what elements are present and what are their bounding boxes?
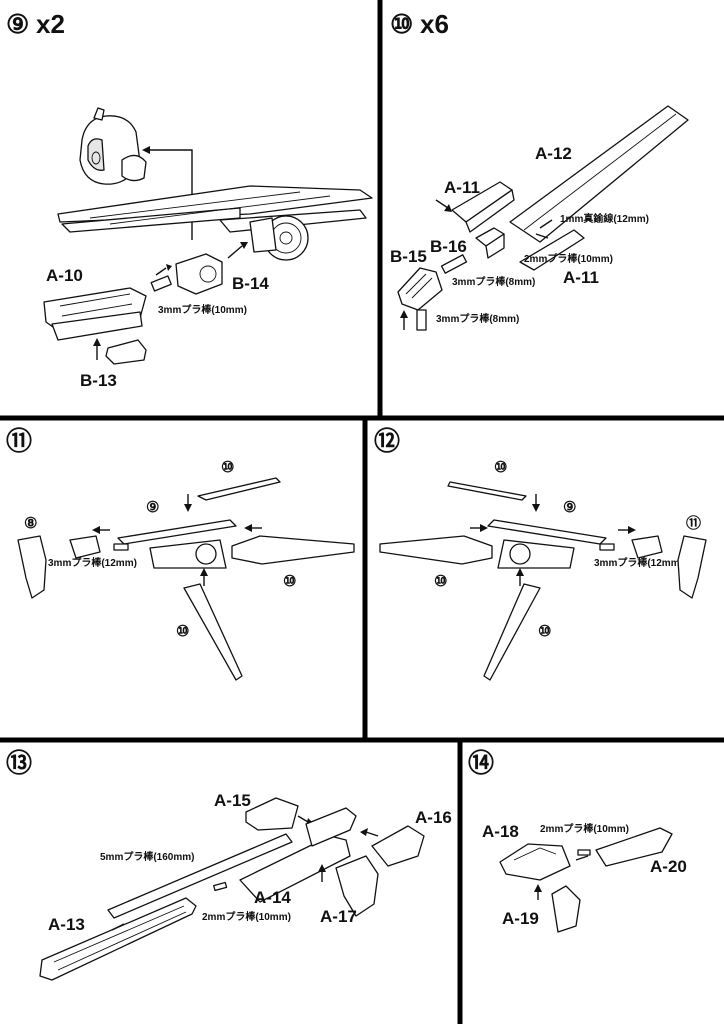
part-b15 [397, 267, 443, 311]
rod-3mm-8mm-b [416, 309, 427, 331]
note-3mm-rod-10mm: 3mmプラ棒(10mm) [158, 303, 247, 316]
step-12-number: ⑫ [374, 426, 400, 456]
step-14-number: ⑭ [468, 748, 494, 778]
step-12-panel: ⑫ ⑩ ⑨ ⑩ 3mmプラ棒(12mm) ⑪ ⑩ [374, 426, 707, 681]
note-3mm-rod-8mm-a: 3mmプラ棒(8mm) [452, 275, 535, 288]
rod-3mm-12mm-12 [599, 543, 615, 551]
label-a13: A-13 [48, 915, 85, 934]
rod-3mm [150, 275, 172, 292]
part-8-assembly [17, 535, 101, 599]
step-14-panel: ⑭ A-18 2mmプラ棒(10mm) A-20 A-19 [468, 748, 687, 933]
label-a14: A-14 [254, 888, 291, 907]
step-10-panel: ⑩ x6 A-12 A-11 1mm真鍮線(12mm) B-16 2mmプラ棒(… [390, 9, 689, 331]
label-a11-upper: A-11 [444, 178, 480, 197]
part-b16 [475, 227, 505, 259]
label-b13: B-13 [80, 371, 117, 390]
step-9-multiplier: x2 [36, 9, 65, 39]
step-13-number: ⑬ [6, 748, 32, 778]
ref-10-top: ⑩ [221, 459, 234, 476]
blade-right [231, 535, 355, 565]
note-2mm-rod: 2mmプラ棒(10mm) [524, 252, 613, 265]
note-3mm-rod-12mm-12: 3mmプラ棒(12mm) [594, 556, 683, 569]
ref-9: ⑨ [146, 499, 159, 516]
part-a15 [245, 797, 299, 831]
label-a20: A-20 [650, 857, 687, 876]
center-wing-assembly [117, 519, 237, 569]
part-a19 [551, 885, 581, 933]
blade-left-12 [379, 535, 493, 565]
part-a14 [239, 807, 357, 903]
step-10-number: ⑩ [390, 9, 413, 39]
label-a11-lower: A-11 [563, 268, 599, 287]
ref-10-left-12: ⑩ [434, 573, 447, 590]
label-a19: A-19 [502, 909, 539, 928]
rod-3mm-12mm [113, 543, 129, 551]
label-a10: A-10 [46, 266, 83, 285]
part-a16 [371, 825, 425, 867]
ref-10-right: ⑩ [283, 573, 296, 590]
ref-9-12: ⑨ [563, 499, 576, 516]
note-5mm-rod: 5mmプラ棒(160mm) [100, 850, 194, 863]
part-11-assembly [631, 535, 707, 599]
step-11-number: ⑪ [6, 426, 32, 456]
label-a16: A-16 [415, 808, 452, 827]
step-13-panel: ⑬ A-15 A-16 5mmプラ棒(160mm) A-14 2mmプラ棒(10… [6, 748, 452, 981]
rod-2mm [213, 881, 228, 892]
step-11-panel: ⑪ ⑩ ⑨ ⑩ 3mmプラ棒(12mm) ⑧ ⑩ [6, 426, 355, 681]
label-a17: A-17 [320, 907, 357, 926]
part-a20 [595, 827, 673, 867]
note-3mm-rod-12mm: 3mmプラ棒(12mm) [48, 556, 137, 569]
part-a11-lower [519, 229, 585, 271]
part-b14 [175, 253, 223, 295]
label-a18: A-18 [482, 822, 519, 841]
part-a13 [39, 897, 197, 981]
ref-10-bottom-12: ⑩ [538, 623, 551, 640]
ref-11: ⑪ [686, 514, 701, 532]
note-3mm-rod-8mm-b: 3mmプラ棒(8mm) [436, 312, 519, 325]
note-2mm-rod-14: 2mmプラ棒(10mm) [540, 822, 629, 835]
part-b13 [105, 339, 147, 365]
part-a12 [509, 105, 689, 243]
head-unit-part [79, 107, 147, 185]
blade-bottom-12 [483, 583, 541, 681]
label-b15: B-15 [390, 247, 427, 266]
rod-3mm-8mm-a [440, 254, 468, 274]
part-a17 [335, 855, 379, 917]
step-9-number: ⑨ [6, 9, 29, 39]
rod-5mm [107, 833, 293, 919]
note-2mm-rod-13: 2mmプラ棒(10mm) [202, 910, 291, 923]
blade-bottom [183, 583, 243, 681]
ref-10-bottom: ⑩ [176, 623, 189, 640]
step-9-panel: ⑨ x2 A-10 [6, 9, 373, 390]
label-a12: A-12 [535, 144, 572, 163]
label-b16: B-16 [430, 237, 467, 256]
ref-8: ⑧ [24, 515, 37, 532]
rod-2mm-14 [577, 849, 591, 856]
blade-top [197, 477, 281, 501]
part-a10 [43, 287, 147, 341]
note-1mm-wire: 1mm真鍮線(12mm) [560, 212, 649, 225]
label-b14: B-14 [232, 274, 269, 293]
part-a18 [499, 843, 571, 881]
label-a15: A-15 [214, 791, 251, 810]
part-a11-upper [451, 181, 515, 233]
step-10-multiplier: x6 [420, 9, 449, 39]
wing-assembly-part [57, 185, 373, 261]
ref-10-top-12: ⑩ [494, 459, 507, 476]
blade-top-12 [447, 481, 527, 501]
center-wing-assembly-12 [487, 519, 607, 569]
